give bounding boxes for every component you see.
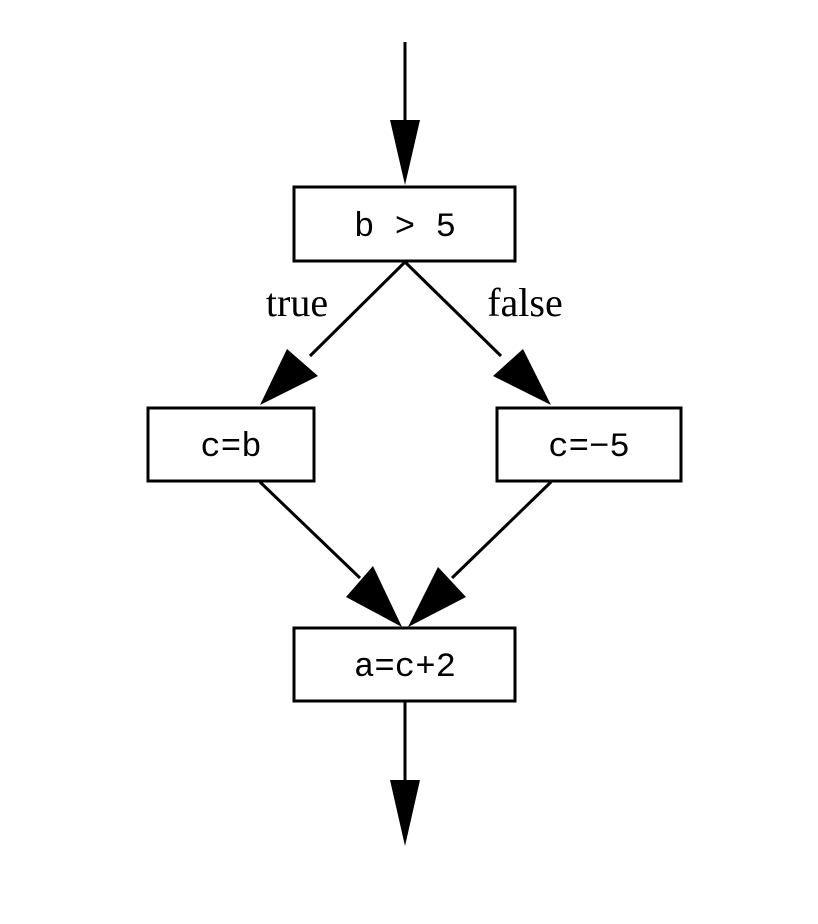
condition-label: b > 5 (354, 209, 456, 247)
condition-box (292, 185, 517, 263)
condition-node: b > 5 (292, 185, 517, 263)
false-merge-arrowhead (408, 567, 466, 627)
false-branch-node: c=−5 (495, 406, 683, 483)
exit-arrowhead (390, 780, 420, 846)
false-branch-box (495, 406, 683, 483)
merge-box (292, 626, 517, 703)
false-edge: false (403, 260, 563, 405)
true-branch-label: c=b (200, 429, 261, 467)
merge-node: a=c+2 (292, 626, 517, 703)
true-edge-arrowhead (260, 349, 318, 405)
true-merge-edge (258, 480, 402, 627)
exit-arrow (390, 702, 420, 846)
true-edge-label: true (266, 280, 328, 325)
true-branch-box (146, 406, 316, 483)
entry-arrowhead (390, 120, 420, 185)
true-merge-arrowhead (346, 566, 402, 627)
false-edge-label: false (487, 280, 563, 325)
false-branch-label: c=−5 (548, 429, 630, 467)
merge-label: a=c+2 (354, 649, 456, 687)
false-merge-edge (408, 480, 553, 627)
true-branch-node: c=b (146, 406, 316, 483)
false-edge-arrowhead (493, 349, 551, 405)
entry-arrow (390, 42, 420, 185)
true-edge: true (260, 260, 407, 405)
